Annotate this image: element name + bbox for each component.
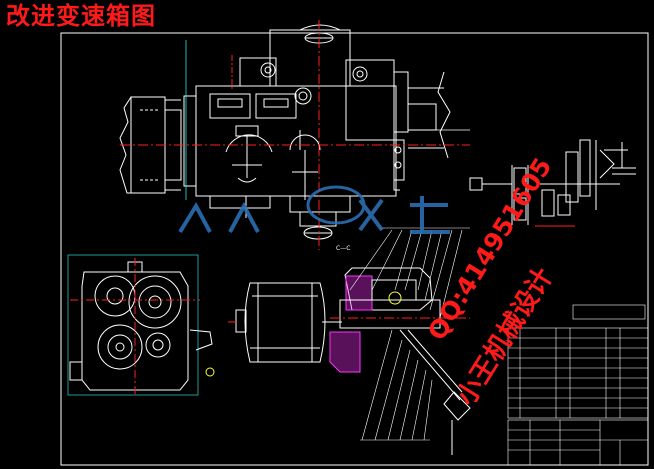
- title-block-frame: [507, 419, 649, 466]
- right-break-line: [437, 71, 451, 159]
- drawing-frame: [60, 32, 649, 466]
- housing-hatch: [345, 275, 373, 311]
- gear-large-right: [128, 275, 182, 329]
- nameplate-right: [255, 93, 297, 119]
- left-break-line: [119, 96, 132, 194]
- gear-bottom: [97, 324, 143, 370]
- shift-dial: [225, 134, 273, 153]
- logo-watermark: [178, 185, 450, 234]
- oil-gauge: [289, 134, 321, 151]
- nameplate-left: [209, 93, 251, 119]
- gearbox-casing: [81, 271, 189, 391]
- gear-section-view: [67, 254, 215, 396]
- bolt-left: [260, 62, 276, 78]
- drawing-title: 改进变速箱图: [6, 2, 156, 30]
- section-label: C—C: [336, 245, 350, 252]
- shaft-section-view: [329, 227, 471, 455]
- bolt-right: [352, 66, 368, 82]
- drum-view: C—C: [228, 245, 350, 363]
- main-view: [119, 20, 470, 250]
- gear-small-left: [94, 275, 136, 317]
- parts-list-table: [507, 327, 649, 419]
- drum-body: [244, 282, 326, 363]
- transmission-schematic: [469, 139, 636, 227]
- title-block: [507, 304, 649, 466]
